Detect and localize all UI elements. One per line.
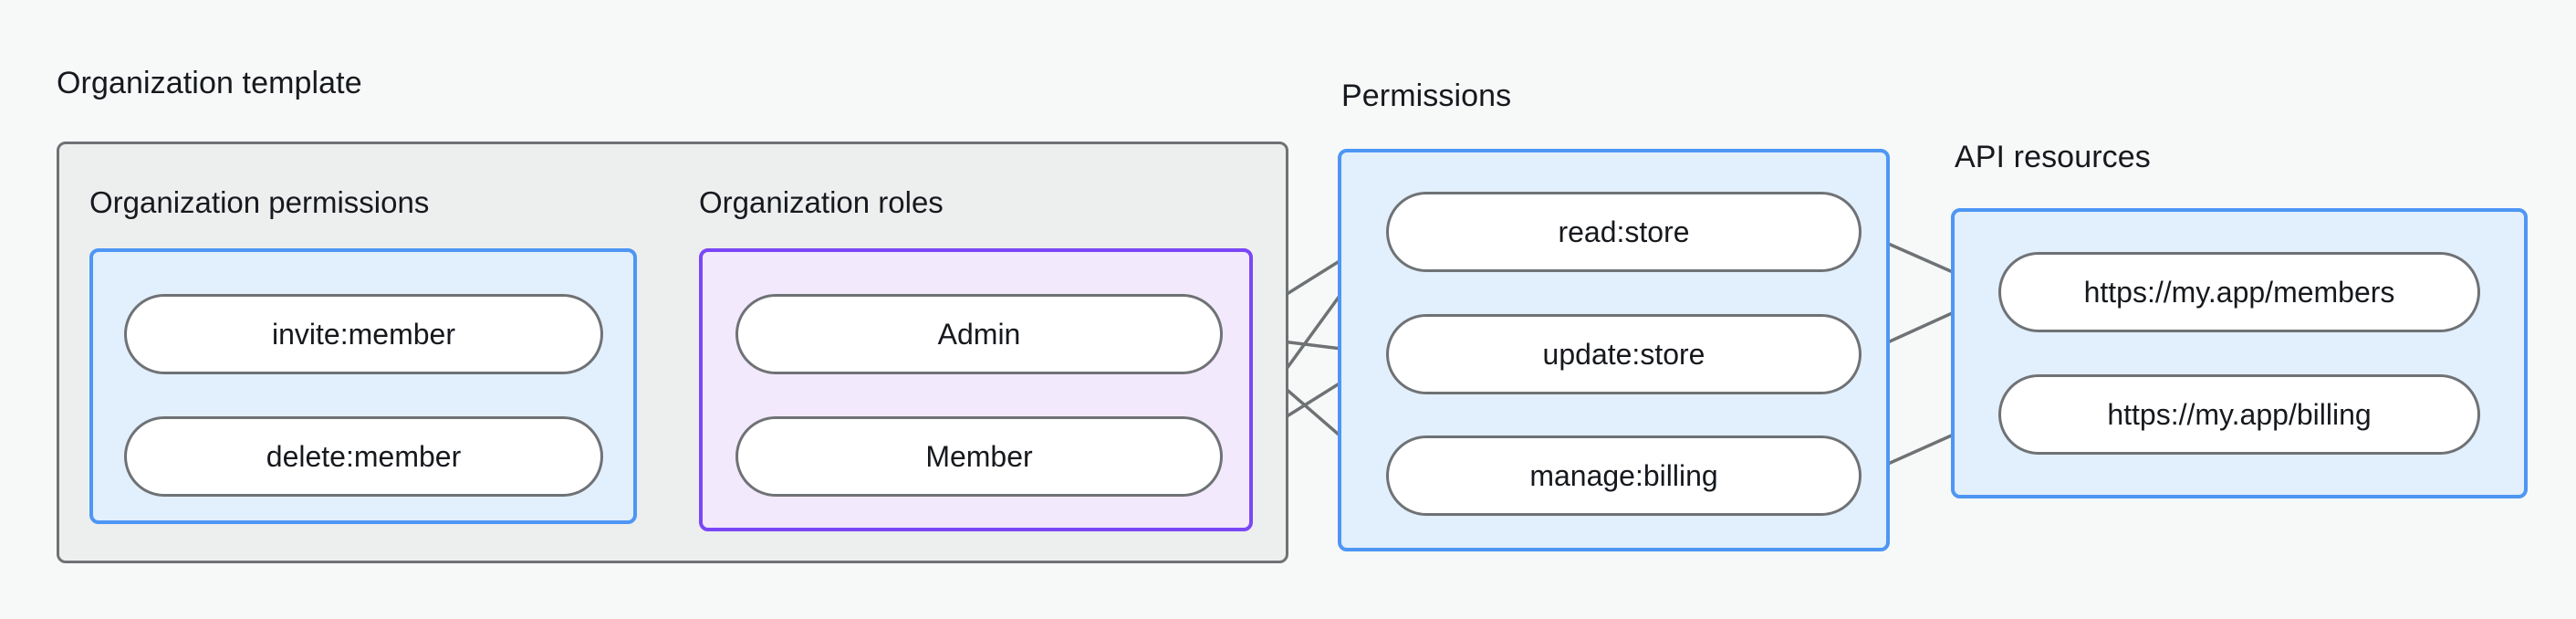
node-member[interactable]: Member (735, 416, 1223, 497)
node-invite-member[interactable]: invite:member (124, 294, 603, 374)
organization-permissions-title: Organization permissions (89, 185, 430, 219)
permissions-title: Permissions (1341, 79, 1512, 113)
node-billing-url[interactable]: https://my.app/billing (1998, 374, 2480, 455)
node-update-store[interactable]: update:store (1386, 314, 1862, 394)
organization-template-title: Organization template (57, 66, 362, 100)
node-read-store[interactable]: read:store (1386, 192, 1862, 272)
node-delete-member[interactable]: delete:member (124, 416, 603, 497)
node-admin[interactable]: Admin (735, 294, 1223, 374)
organization-roles-title: Organization roles (699, 185, 944, 219)
node-members-url[interactable]: https://my.app/members (1998, 252, 2480, 332)
node-manage-billing[interactable]: manage:billing (1386, 435, 1862, 516)
api-resources-title: API resources (1955, 140, 2151, 174)
